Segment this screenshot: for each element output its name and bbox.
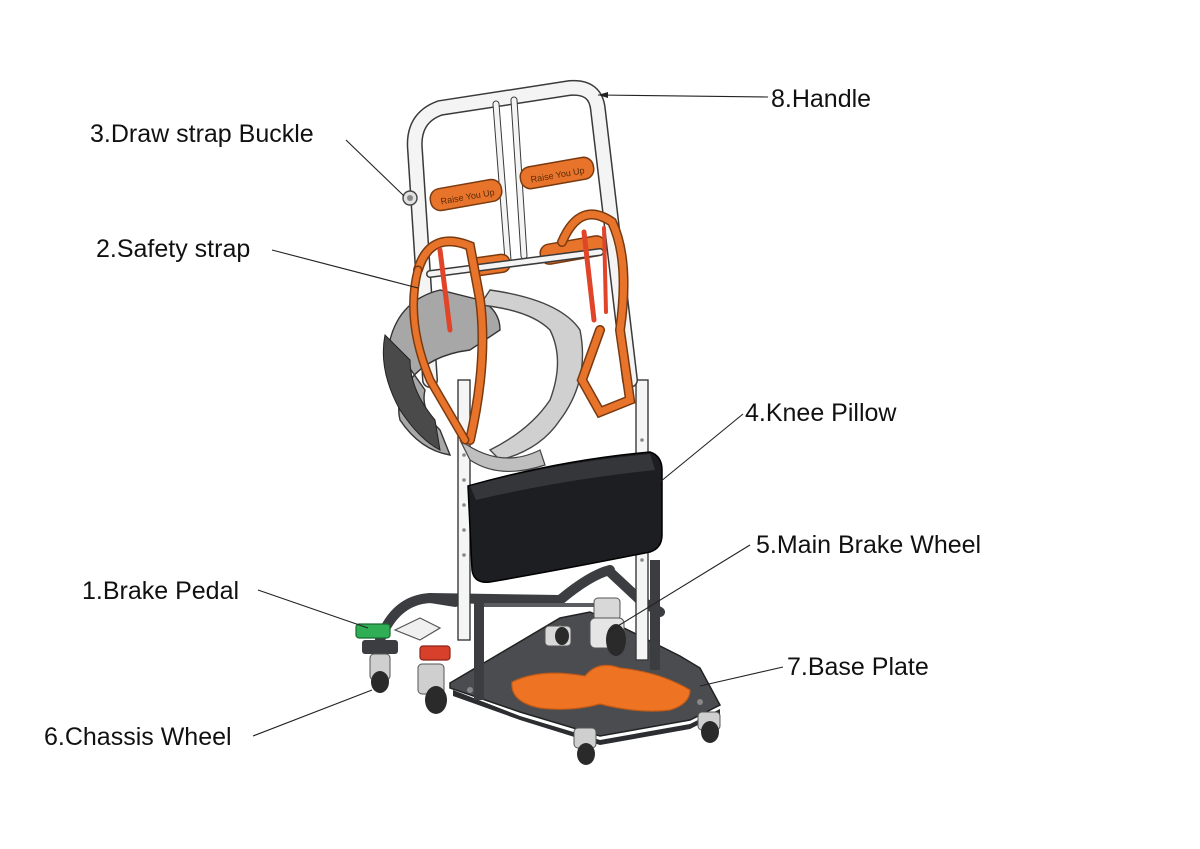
strap-frame-left [409, 236, 488, 445]
handle-frame [406, 79, 638, 388]
label-base-plate: 7.Base Plate [787, 653, 929, 681]
handle-pad-upper-right: Raise You Up [519, 156, 595, 190]
label-safety-strap: 2.Safety strap [96, 235, 251, 263]
leader-handle [597, 94, 769, 98]
orange-foot-pad [511, 664, 691, 712]
label-handle: 8.Handle [771, 85, 872, 113]
label-chassis-wheel: 6.Chassis Wheel [44, 723, 232, 751]
handle-pad-upper-left: Raise You Up [429, 178, 503, 212]
brake-pedal-green [355, 617, 442, 641]
label-draw-strap-buckle: 3.Draw strap Buckle [90, 120, 314, 148]
label-brake-pedal: 1.Brake Pedal [82, 577, 240, 605]
chassis-wheel-front-right [573, 727, 597, 765]
chassis-wheel-front-left [362, 640, 398, 693]
chassis-wheel-rear-left [417, 663, 447, 714]
leader-brake-pedal [257, 589, 369, 629]
leader-draw-strap-buckle [345, 139, 405, 197]
leader-main-brake-wheel [607, 544, 751, 633]
draw-strap-buckle [402, 190, 418, 206]
chassis-wheel-rear-right [697, 711, 721, 743]
brake-pedal-red [419, 645, 451, 661]
base-plate [449, 611, 722, 745]
leader-base-plate [699, 666, 784, 687]
label-main-brake-wheel: 5.Main Brake Wheel [756, 531, 982, 559]
leader-safety-strap [271, 249, 419, 289]
main-brake-wheel [544, 597, 626, 656]
leader-chassis-wheel [252, 689, 373, 737]
knee-pillow [467, 451, 663, 583]
strap-frame-right [557, 209, 636, 419]
leader-lines [252, 92, 784, 737]
label-knee-pillow: 4.Knee Pillow [745, 399, 897, 427]
leader-knee-pillow [659, 413, 744, 483]
